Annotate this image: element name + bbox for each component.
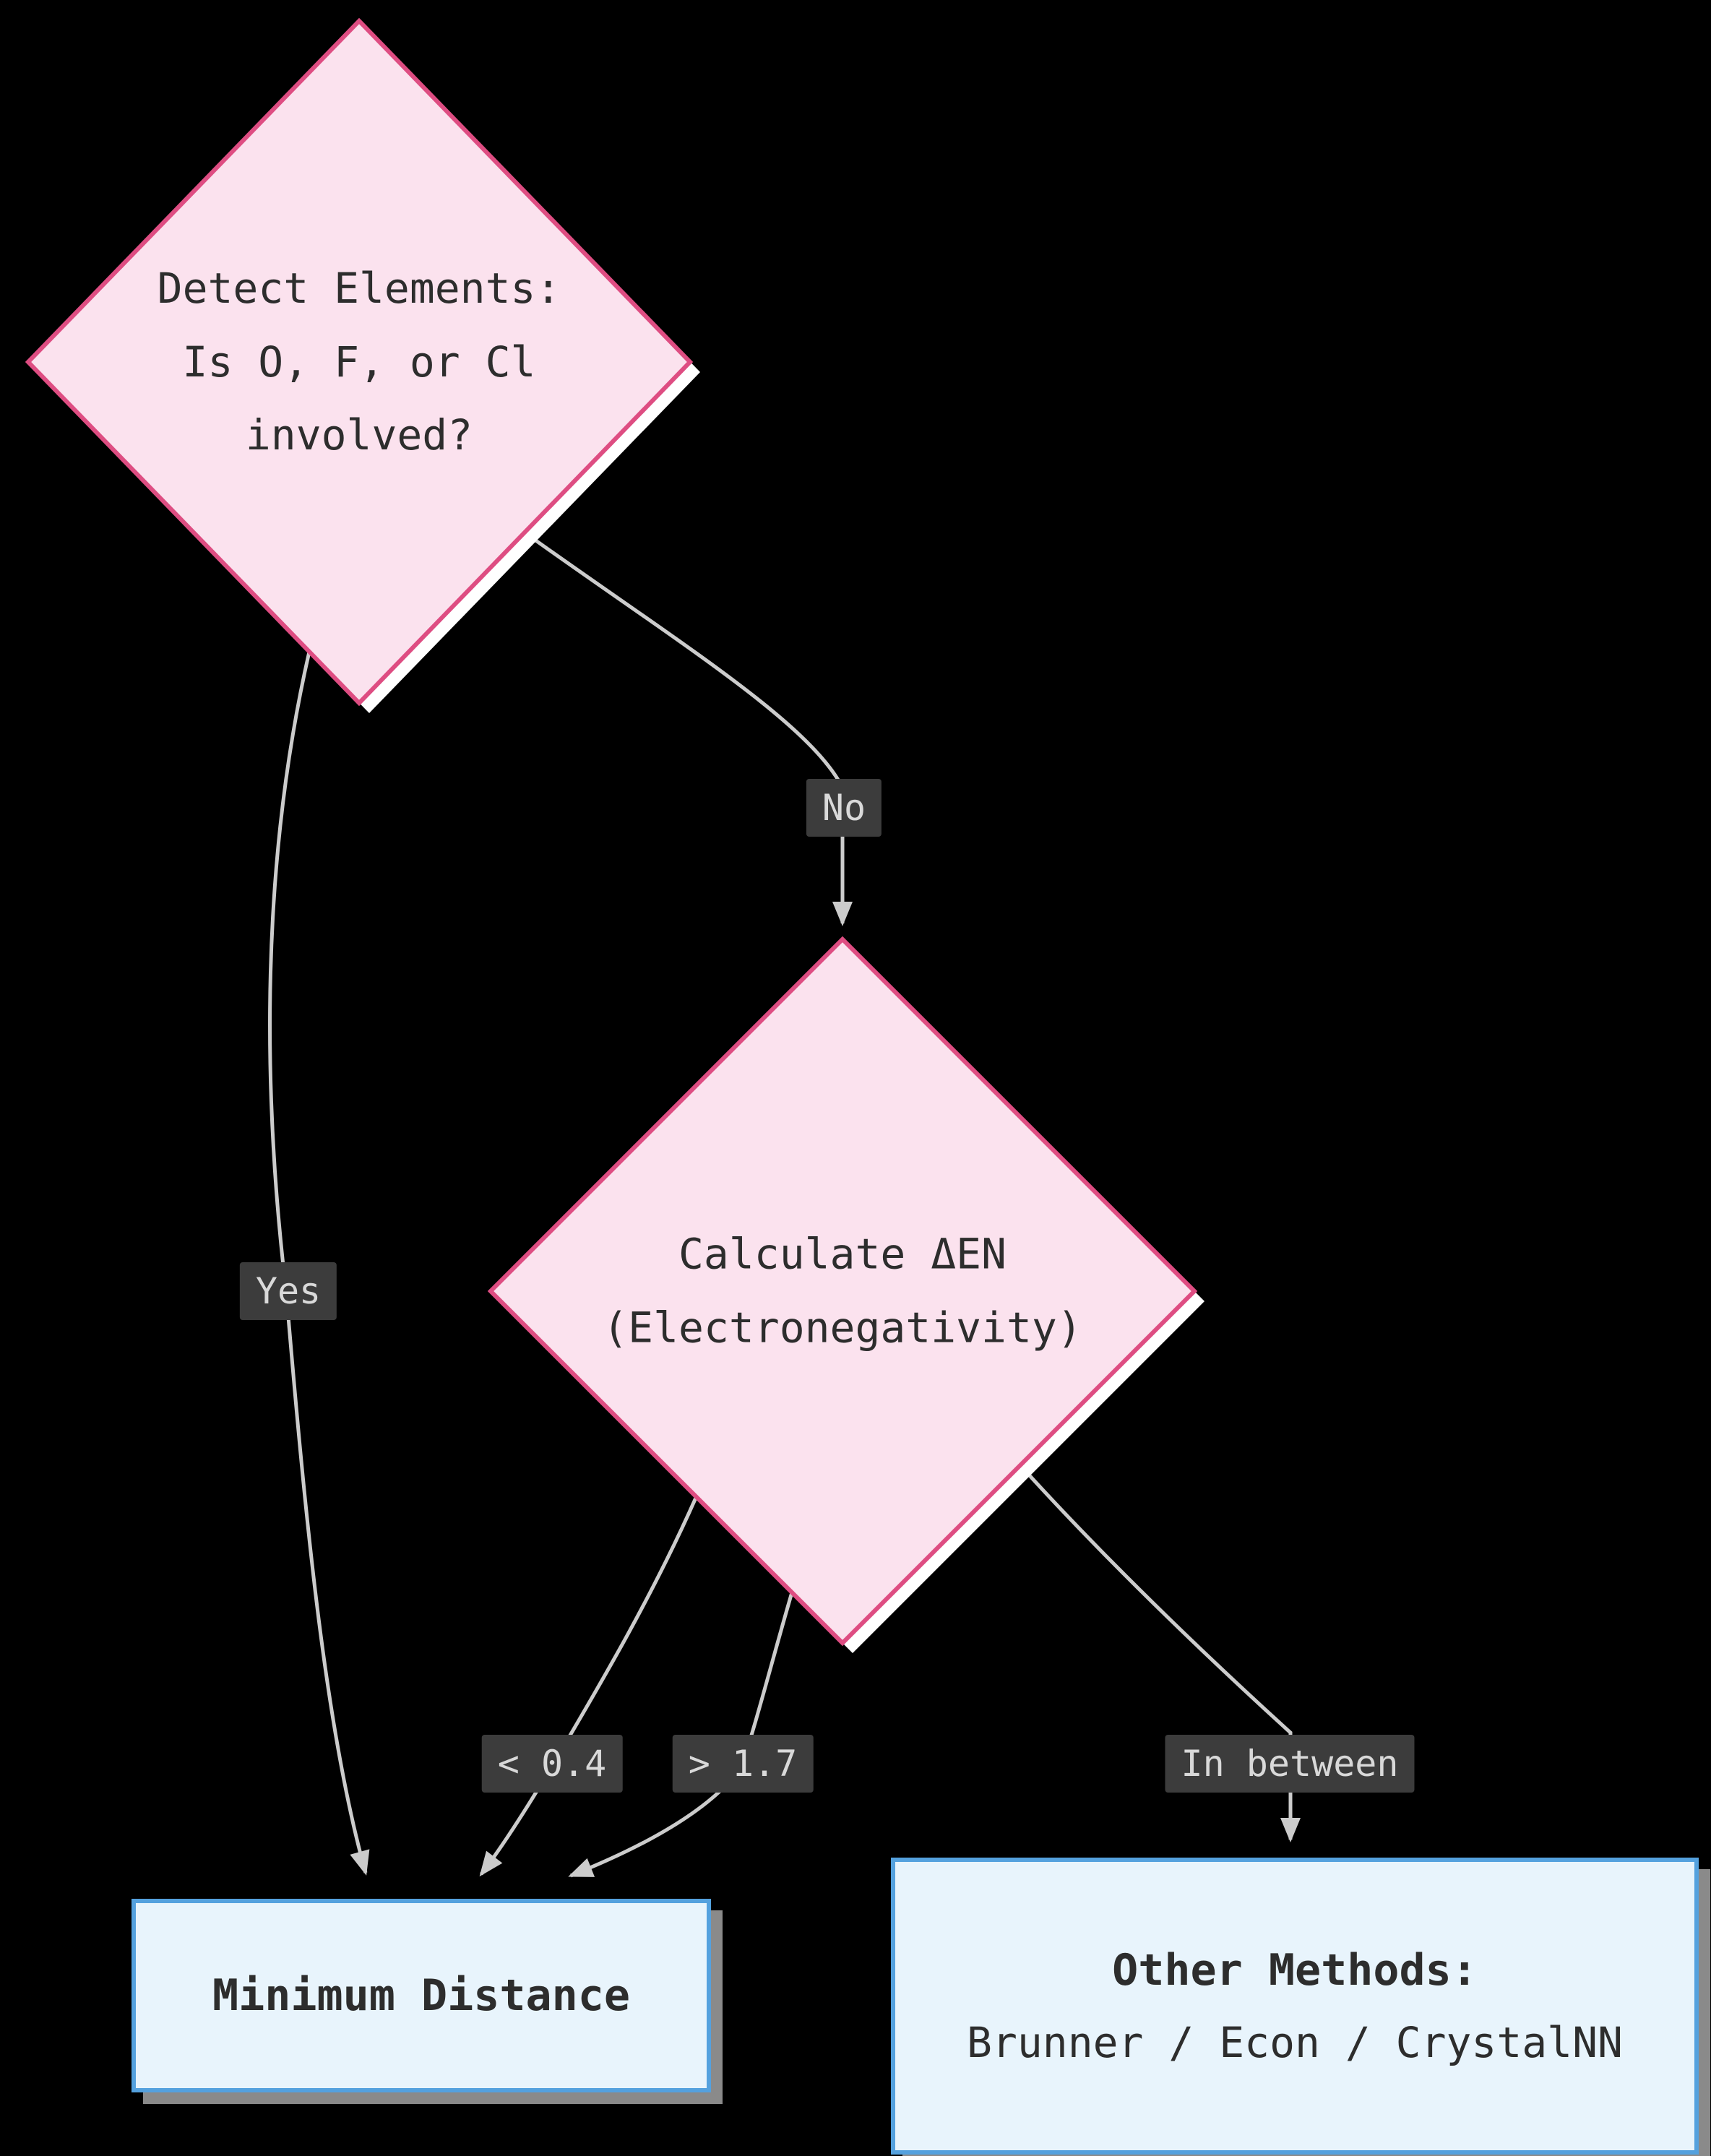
calculate-en-diamond (487, 936, 1198, 1647)
text-line: Detect Elements: (157, 263, 561, 313)
text-line: (Electronegativity) (603, 1303, 1082, 1352)
text-line: involved? (245, 410, 473, 460)
other-methods-title: Other Methods: (1112, 1945, 1478, 1996)
edge-between-path (1019, 1464, 1301, 1842)
detect-elements-diamond (25, 17, 694, 707)
other-methods-subtitle: Brunner / Econ / CrystalNN (967, 2018, 1623, 2068)
edge-label-gt-1-7: > 1.7 (672, 1735, 814, 1793)
edge-lt-path (479, 1496, 698, 1877)
minimum-distance-node: Minimum Distance (132, 1899, 711, 2092)
edge-gt-path (568, 1592, 794, 1878)
calculate-en-label: Calculate ΔEN (Electronegativity) (603, 1218, 1082, 1365)
detect-elements-label: Detect Elements: Is O, F, or Cl involved… (158, 252, 561, 473)
text-line: Is O, F, or Cl (182, 337, 536, 387)
minimum-distance-title: Minimum Distance (212, 1970, 630, 2021)
edge-no-path (523, 530, 853, 926)
edge-label-in-between: In between (1165, 1735, 1415, 1793)
edge-label-lt-0-4: < 0.4 (481, 1735, 623, 1793)
edge-label-yes: Yes (239, 1262, 337, 1320)
edge-label-no: No (806, 779, 882, 837)
text-line: Calculate ΔEN (678, 1229, 1007, 1279)
other-methods-node: Other Methods: Brunner / Econ / CrystalN… (891, 1858, 1699, 2155)
